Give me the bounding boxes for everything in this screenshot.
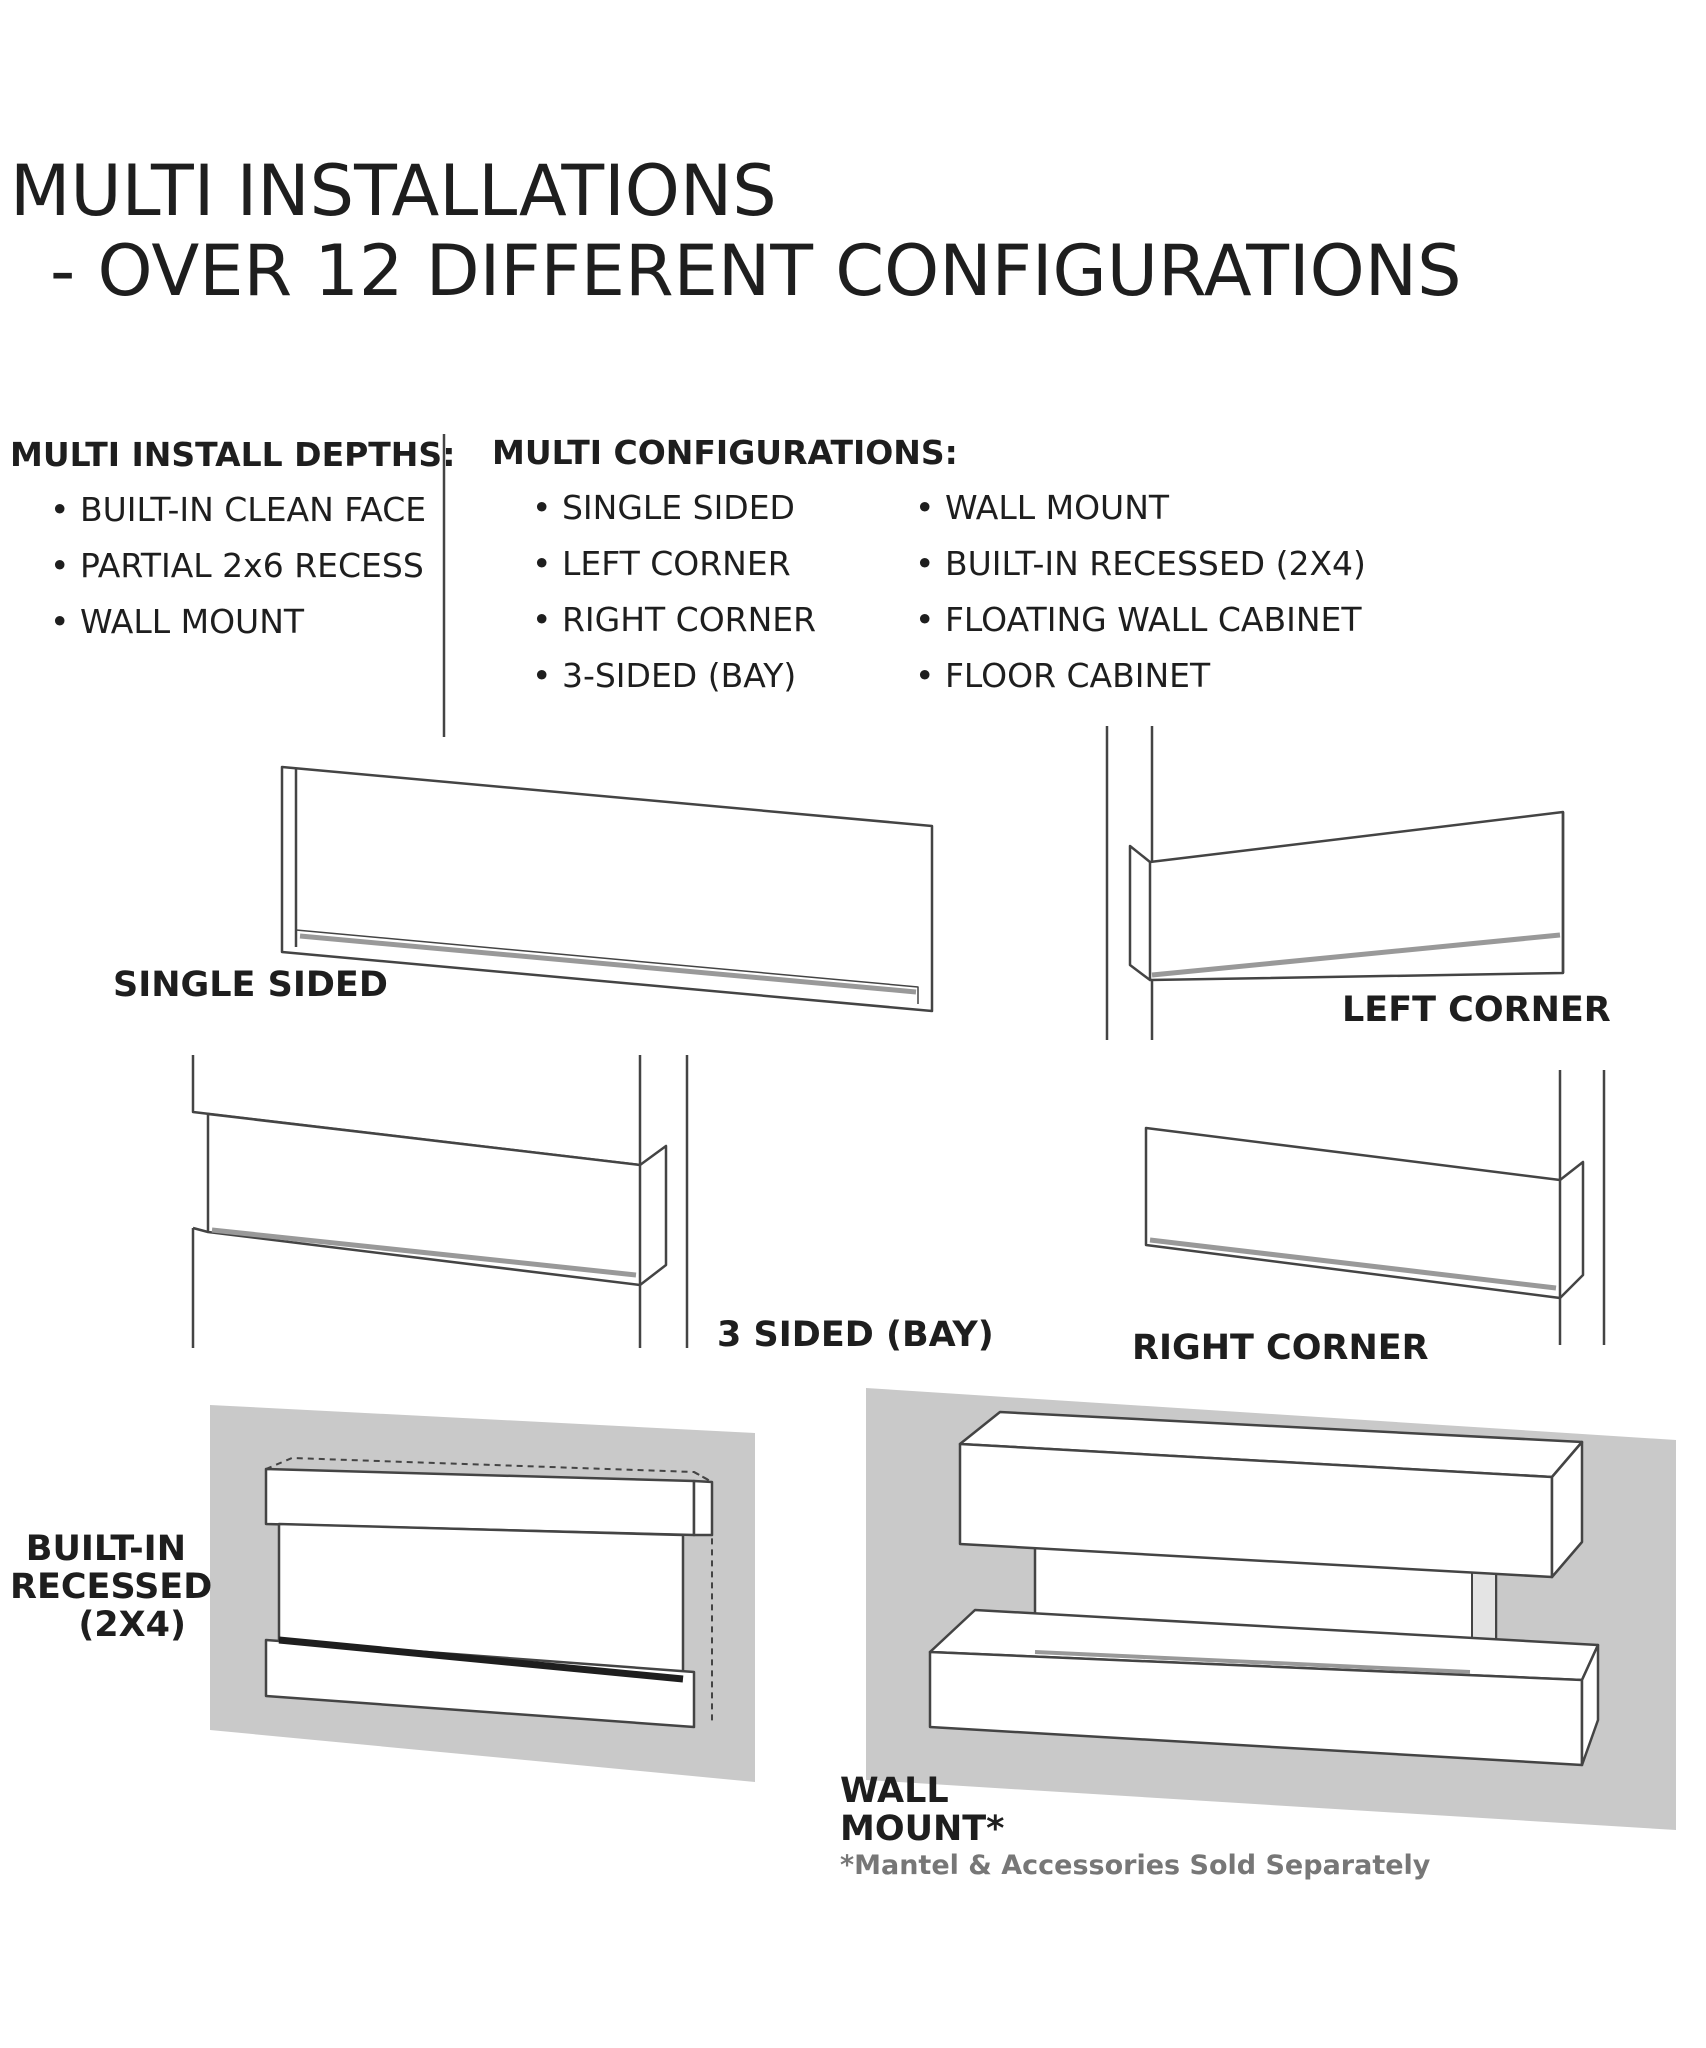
page-title-line-1: MULTI INSTALLATIONS — [10, 150, 777, 232]
page-title-line-2: - OVER 12 DIFFERENT CONFIGURATIONS — [50, 230, 1462, 312]
built-in-recessed-unit — [210, 1405, 755, 1782]
depths-item: • PARTIAL 2x6 RECESS — [50, 546, 424, 585]
three-sided-unit — [191, 1055, 689, 1348]
label-single-sided: SINGLE SIDED — [113, 965, 388, 1005]
config-item: • SINGLE SIDED — [532, 488, 795, 527]
label-built-in-line: (2X4) — [78, 1605, 186, 1645]
label-wall-mount-line: WALL — [840, 1771, 949, 1811]
label-wall-mount: WALL MOUNT* — [840, 1772, 1004, 1848]
depths-item: • WALL MOUNT — [50, 602, 305, 641]
config-item: • BUILT-IN RECESSED (2X4) — [915, 544, 1366, 583]
config-item: • WALL MOUNT — [915, 488, 1170, 527]
left-corner-unit — [1105, 726, 1565, 1040]
config-item: • FLOOR CABINET — [915, 656, 1211, 695]
single-sided-unit — [280, 765, 934, 1013]
depths-heading: MULTI INSTALL DEPTHS: — [10, 435, 456, 474]
config-item: • 3-SIDED (BAY) — [532, 656, 797, 695]
label-built-in-line: RECESSED — [10, 1567, 213, 1607]
label-built-in-recessed: BUILT-IN RECESSED (2X4) — [10, 1529, 213, 1645]
wall-mount-unit — [866, 1388, 1676, 1830]
depths-item: • BUILT-IN CLEAN FACE — [50, 490, 427, 529]
label-three-sided: 3 SIDED (BAY) — [717, 1315, 994, 1355]
config-item: • FLOATING WALL CABINET — [915, 600, 1362, 639]
label-built-in-line: BUILT-IN — [25, 1529, 186, 1569]
configurations-heading: MULTI CONFIGURATIONS: — [492, 433, 958, 472]
footnote: *Mantel & Accessories Sold Separately — [840, 1850, 1431, 1881]
label-right-corner: RIGHT CORNER — [1132, 1328, 1429, 1368]
label-left-corner: LEFT CORNER — [1342, 990, 1611, 1030]
label-wall-mount-line: MOUNT* — [840, 1809, 1005, 1849]
config-item: • RIGHT CORNER — [532, 600, 817, 639]
config-item: • LEFT CORNER — [532, 544, 791, 583]
right-corner-unit — [1144, 1070, 1606, 1345]
